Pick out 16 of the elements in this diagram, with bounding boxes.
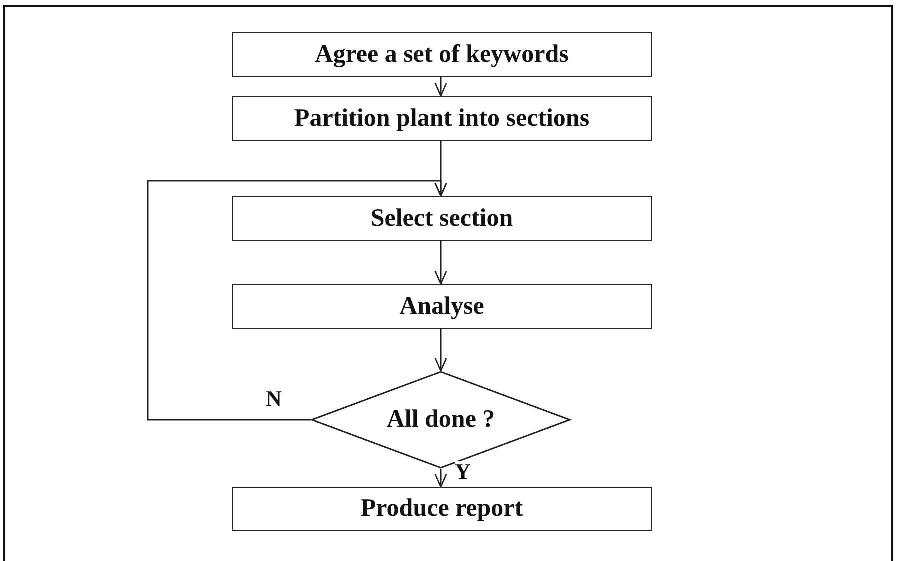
process-box [232, 487, 652, 531]
node-label: Partition plant into sections [294, 104, 590, 132]
node-label: Agree a set of keywords [315, 40, 569, 68]
node-label: Analyse [400, 292, 484, 320]
process-box [232, 196, 652, 241]
process-box [232, 32, 652, 77]
arrow [434, 77, 448, 97]
arrow [434, 329, 448, 372]
arrow [147, 180, 448, 421]
node-label: Produce report [360, 495, 524, 523]
node-label: Select section [370, 204, 514, 232]
process-box [232, 96, 652, 141]
arrow [434, 469, 448, 488]
node-label: All done ? [386, 406, 496, 434]
process-box [232, 284, 652, 329]
arrow [434, 241, 448, 285]
